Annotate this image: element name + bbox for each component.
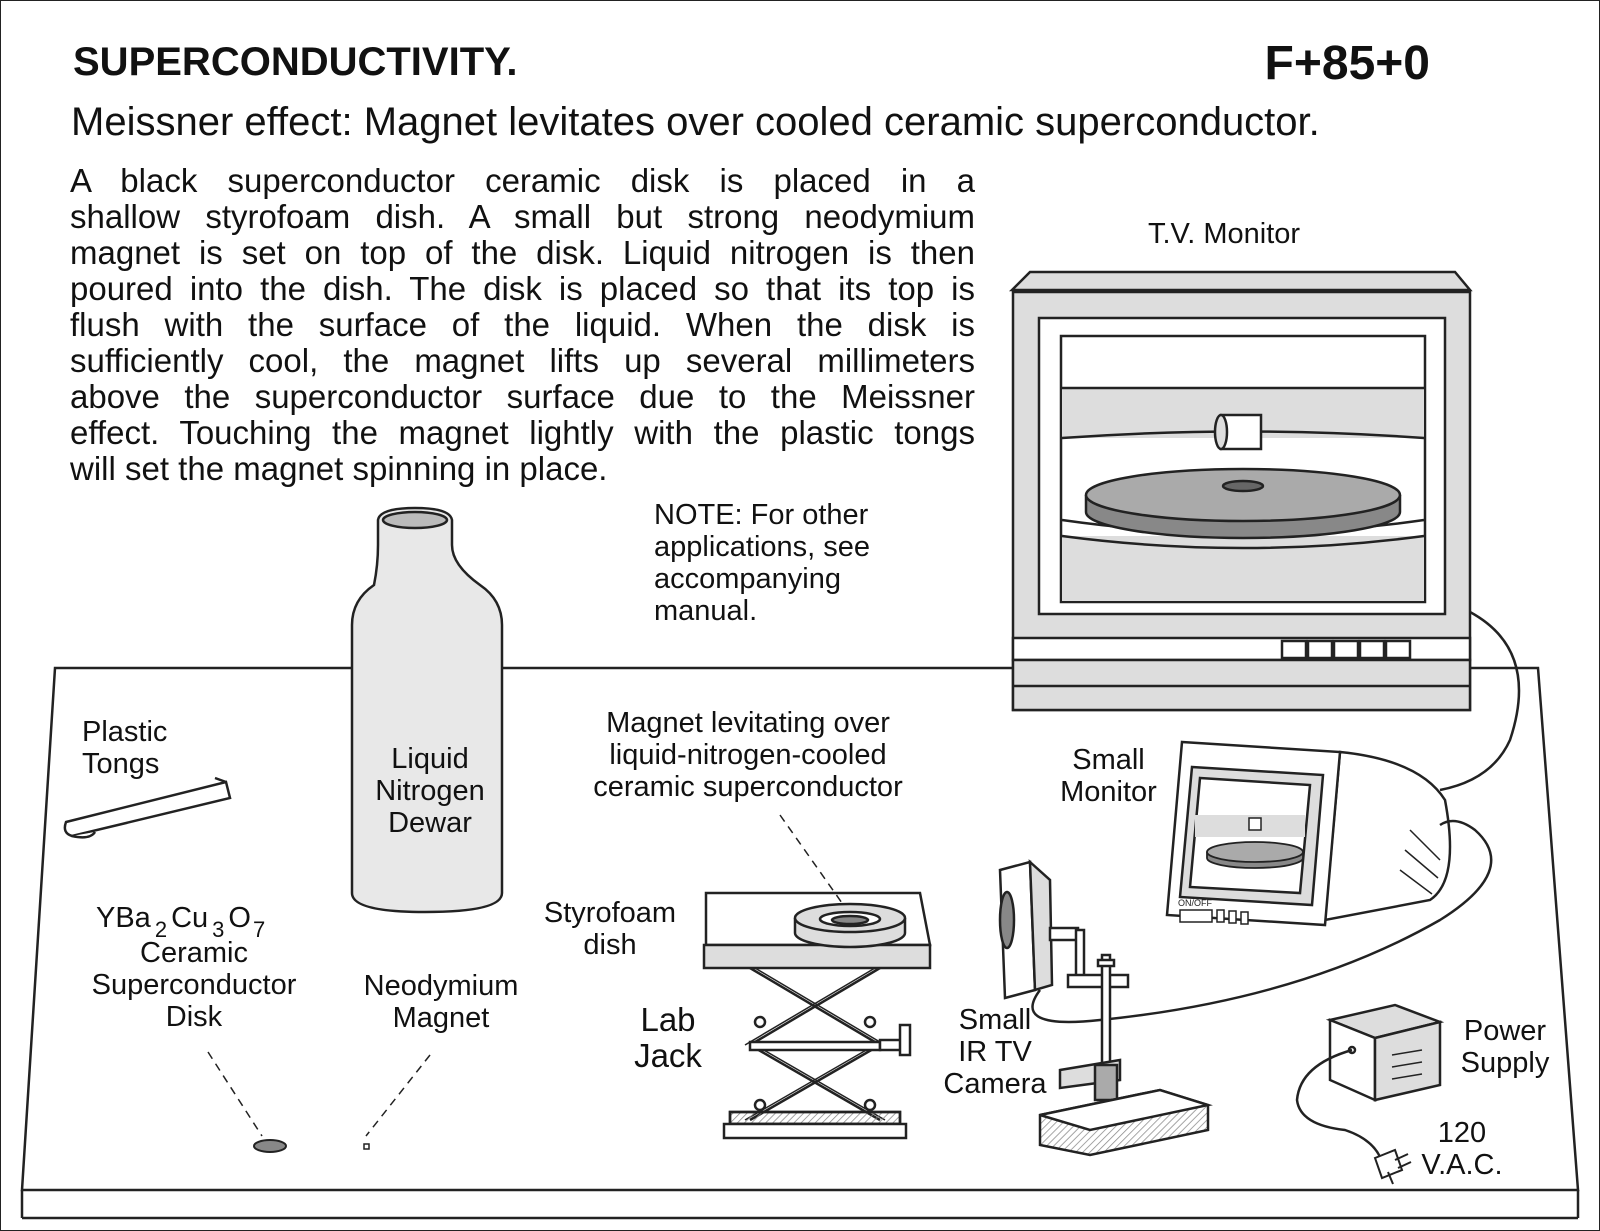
ceramic-disk [253,1139,287,1153]
label-line: Neodymium [363,970,519,1002]
leader-line [779,814,843,904]
description-line: sufficiently cool, the magnet lifts up s… [70,342,975,379]
description-line: A black superconductor ceramic disk is p… [70,162,975,199]
note-line: accompanying [654,563,841,595]
power-cable [1295,1048,1384,1163]
label-line: Disk [165,1001,223,1033]
description-line: effect. Touching the magnet lightly with… [70,414,975,451]
description-line: shallow styrofoam dish. A small but stro… [70,198,975,235]
vac-label: 120 V.A.C. [1412,1117,1512,1181]
label-line: Tongs [82,748,160,780]
camera-cable [1031,819,1493,1024]
small-monitor-label: Small Monitor [1046,744,1171,808]
small-monitor [1165,740,1452,927]
tv-cable [1439,610,1521,792]
label-line: dish [583,929,637,961]
formula-part: YBa [96,902,151,934]
tv-monitor-label: T.V. Monitor [1148,218,1301,250]
neodymium-magnet-label: Neodymium Magnet [352,970,530,1034]
description-line: will set the magnet spinning in place. [70,450,608,487]
label-line: Lab [640,1001,696,1038]
formula-subscript: 7 [252,917,266,942]
note: NOTE: For other applications, see accomp… [654,499,870,627]
note-line: NOTE: For other [654,499,869,531]
plastic-tongs [63,776,232,839]
label-line: Styrofoam [543,897,677,929]
label-line: Dewar [388,807,472,839]
label-line: Supply [1460,1047,1550,1079]
label-line: V.A.C. [1421,1149,1503,1181]
ir-camera-label: Small IR TV Camera [935,1004,1055,1100]
power-plug [1373,1148,1412,1185]
label-line: IR TV [958,1036,1032,1068]
page-subtitle: Meissner effect: Magnet levitates over c… [71,100,1320,144]
ceramic-disk-label: Ceramic Superconductor Disk [78,937,310,1033]
styrofoam-dish [793,902,907,949]
label-line: Power [1463,1015,1547,1047]
label-line: liquid-nitrogen-cooled [609,739,887,771]
dewar [350,506,504,914]
description-line: above the superconductor surface due to … [70,378,975,415]
power-supply [1325,1003,1445,1102]
plastic-tongs-label: Plastic Tongs [82,716,167,780]
label-line: Superconductor [91,969,297,1001]
label-line: Magnet [392,1002,490,1034]
label-line: Magnet levitating over [606,707,890,739]
note-line: manual. [654,595,758,627]
description-line: flush with the surface of the liquid. Wh… [70,306,975,343]
label-line: ceramic superconductor [593,771,903,803]
label-line: 120 [1437,1117,1487,1149]
leader-line [365,1054,431,1137]
label-line: Monitor [1060,776,1157,808]
note-line: applications, see [654,531,871,563]
description-line: magnet is set on top of the disk. Liquid… [70,234,975,271]
onoff-label: ON/OFF [1178,898,1212,908]
formula-subscript: 3 [212,917,225,942]
label-line: Nitrogen [375,775,485,807]
description-paragraph: A black superconductor ceramic disk is p… [70,163,975,487]
page-title: SUPERCONDUCTIVITY. [73,40,518,84]
formula-subscript: 2 [154,917,168,942]
formula-part: Cu [171,902,209,934]
description-line: poured into the dish. The disk is placed… [70,270,975,307]
label-line: Liquid [391,743,469,775]
tv-monitor [1008,270,1473,712]
label-line: Plastic [82,716,168,748]
label-line: Jack [634,1037,702,1074]
neodymium-magnet [363,1143,370,1150]
power-supply-label: Power Supply [1450,1015,1560,1079]
leader-line [207,1051,263,1137]
formula-part: O [228,902,251,934]
demo-code: F+85+0 [1264,37,1430,90]
label-line: Small [1072,744,1145,776]
styrofoam-dish-label: Styrofoam dish [535,897,685,961]
label-line: Ceramic [140,937,248,969]
ir-camera [998,859,1213,1157]
lab-jack-label: Lab Jack [618,1002,718,1074]
label-line: Small [958,1004,1032,1036]
magnet-levitating-label: Magnet levitating over liquid-nitrogen-c… [568,707,928,803]
dewar-label: Liquid Nitrogen Dewar [362,743,498,839]
label-line: Camera [943,1068,1047,1100]
